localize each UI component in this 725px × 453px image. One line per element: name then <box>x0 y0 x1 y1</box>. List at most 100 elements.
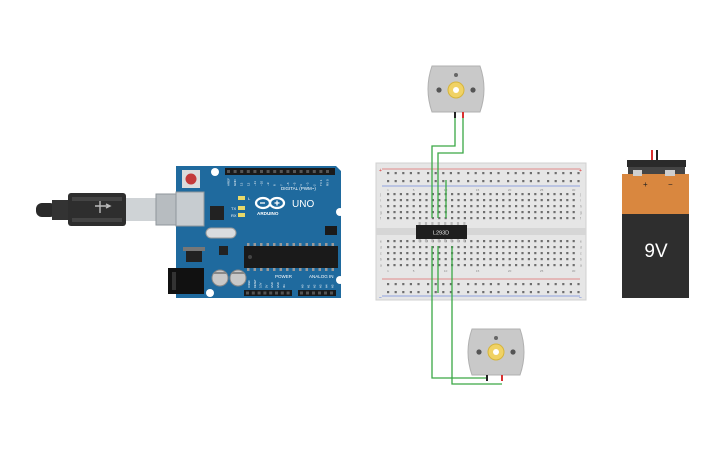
wire-motor-bottom-2[interactable] <box>451 246 502 385</box>
breadboard-hole[interactable] <box>508 246 511 249</box>
header-pin[interactable] <box>312 291 315 295</box>
breadboard-hole[interactable] <box>566 246 569 249</box>
rail-hole[interactable] <box>569 180 572 183</box>
breadboard-hole[interactable] <box>431 246 434 249</box>
rail-hole[interactable] <box>497 283 500 286</box>
rail-hole[interactable] <box>529 172 532 175</box>
header-pin[interactable] <box>286 170 290 173</box>
breadboard-hole[interactable] <box>527 258 530 261</box>
breadboard-hole[interactable] <box>553 246 556 249</box>
breadboard-hole[interactable] <box>457 217 460 220</box>
breadboard-hole[interactable] <box>393 240 396 243</box>
rail-hole[interactable] <box>402 180 405 183</box>
breadboard-hole[interactable] <box>483 246 486 249</box>
breadboard-hole[interactable] <box>489 193 492 196</box>
breadboard-hole[interactable] <box>489 211 492 214</box>
rail-hole[interactable] <box>522 283 525 286</box>
rail-hole[interactable] <box>497 180 500 183</box>
breadboard-hole[interactable] <box>534 264 537 267</box>
breadboard-hole[interactable] <box>444 252 447 255</box>
breadboard-hole[interactable] <box>476 217 479 220</box>
breadboard-hole[interactable] <box>495 240 498 243</box>
breadboard-hole[interactable] <box>489 217 492 220</box>
breadboard-hole[interactable] <box>547 252 550 255</box>
rail-hole[interactable] <box>442 291 445 294</box>
breadboard-hole[interactable] <box>412 199 415 202</box>
breadboard-hole[interactable] <box>483 199 486 202</box>
breadboard-hole[interactable] <box>393 211 396 214</box>
breadboard-hole[interactable] <box>495 205 498 208</box>
breadboard-hole[interactable] <box>399 217 402 220</box>
header-pin[interactable] <box>266 170 270 173</box>
breadboard-hole[interactable] <box>572 258 575 261</box>
rail-hole[interactable] <box>417 172 420 175</box>
breadboard-hole[interactable] <box>393 258 396 261</box>
rail-hole[interactable] <box>497 291 500 294</box>
breadboard-hole[interactable] <box>431 252 434 255</box>
breadboard-hole[interactable] <box>515 246 518 249</box>
rail-hole[interactable] <box>442 180 445 183</box>
battery-9v[interactable]: + − 9V <box>622 150 689 298</box>
rail-hole[interactable] <box>497 172 500 175</box>
breadboard-hole[interactable] <box>534 217 537 220</box>
breadboard-hole[interactable] <box>540 240 543 243</box>
wires[interactable] <box>431 116 502 385</box>
rail-hole[interactable] <box>537 291 540 294</box>
header-pin[interactable] <box>306 170 310 173</box>
rail-hole[interactable] <box>387 291 390 294</box>
breadboard-hole[interactable] <box>412 252 415 255</box>
rail-hole[interactable] <box>529 291 532 294</box>
breadboard-hole[interactable] <box>425 264 428 267</box>
breadboard-hole[interactable] <box>438 246 441 249</box>
breadboard-hole[interactable] <box>406 240 409 243</box>
breadboard-hole[interactable] <box>489 258 492 261</box>
breadboard-hole[interactable] <box>406 193 409 196</box>
breadboard-hole[interactable] <box>425 246 428 249</box>
breadboard-hole[interactable] <box>412 217 415 220</box>
rail-hole[interactable] <box>562 172 565 175</box>
rail-hole[interactable] <box>489 180 492 183</box>
rail-hole[interactable] <box>387 172 390 175</box>
breadboard-hole[interactable] <box>527 199 530 202</box>
rail-hole[interactable] <box>449 172 452 175</box>
breadboard-hole[interactable] <box>495 193 498 196</box>
breadboard-hole[interactable] <box>444 217 447 220</box>
breadboard-hole[interactable] <box>393 193 396 196</box>
breadboard-hole[interactable] <box>431 264 434 267</box>
breadboard-hole[interactable] <box>508 264 511 267</box>
breadboard-hole[interactable] <box>483 211 486 214</box>
breadboard-hole[interactable] <box>412 205 415 208</box>
rail-hole[interactable] <box>467 180 470 183</box>
breadboard-hole[interactable] <box>463 211 466 214</box>
breadboard-hole[interactable] <box>399 264 402 267</box>
breadboard-hole[interactable] <box>540 193 543 196</box>
header-pin[interactable] <box>240 170 244 173</box>
rail-hole[interactable] <box>529 283 532 286</box>
rail-hole[interactable] <box>569 291 572 294</box>
rail-hole[interactable] <box>522 180 525 183</box>
rail-hole[interactable] <box>434 291 437 294</box>
rail-hole[interactable] <box>402 172 405 175</box>
rail-hole[interactable] <box>489 291 492 294</box>
rail-hole[interactable] <box>554 172 557 175</box>
breadboard-hole[interactable] <box>387 240 390 243</box>
rail-hole[interactable] <box>409 172 412 175</box>
rail-hole[interactable] <box>482 172 485 175</box>
breadboard-hole[interactable] <box>572 217 575 220</box>
breadboard-hole[interactable] <box>457 199 460 202</box>
header-pin[interactable] <box>233 170 237 173</box>
breadboard-hole[interactable] <box>572 246 575 249</box>
header-pin[interactable] <box>299 170 303 173</box>
breadboard-hole[interactable] <box>553 240 556 243</box>
rail-hole[interactable] <box>402 291 405 294</box>
breadboard-hole[interactable] <box>457 246 460 249</box>
breadboard-hole[interactable] <box>515 199 518 202</box>
header-pin[interactable] <box>273 170 277 173</box>
rail-hole[interactable] <box>522 172 525 175</box>
breadboard-hole[interactable] <box>470 240 473 243</box>
rail-hole[interactable] <box>514 291 517 294</box>
breadboard-hole[interactable] <box>559 252 562 255</box>
breadboard-hole[interactable] <box>508 205 511 208</box>
breadboard-hole[interactable] <box>483 217 486 220</box>
breadboard-hole[interactable] <box>540 252 543 255</box>
